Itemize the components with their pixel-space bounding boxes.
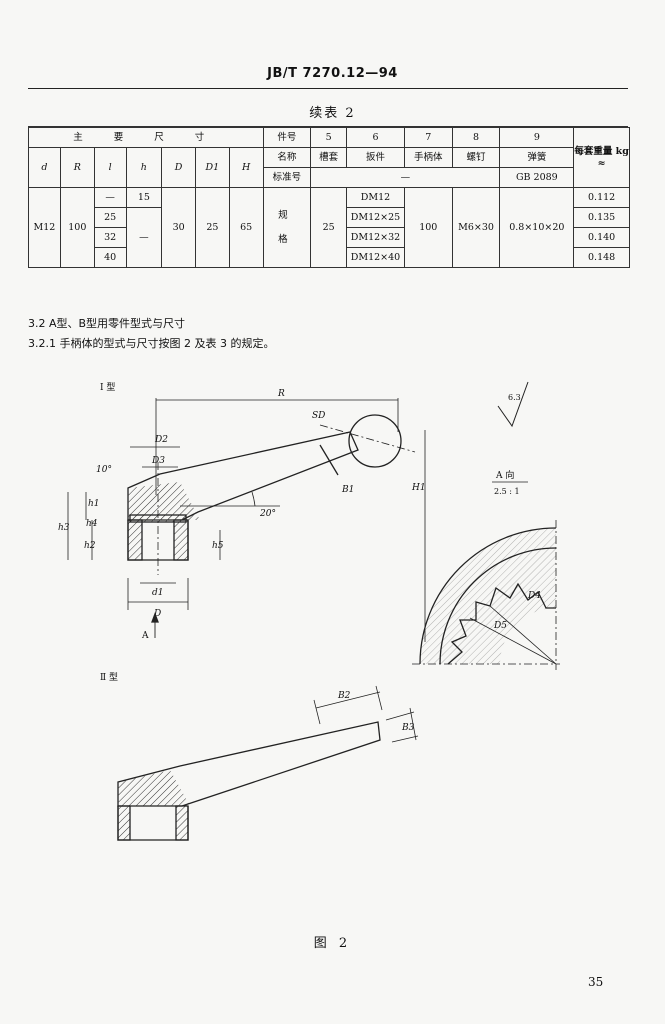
cell-h-1: — (125, 207, 163, 268)
label-h2: h2 (84, 541, 96, 551)
col-l: l (93, 147, 127, 188)
cell-wrench-0: DM12 (346, 187, 405, 208)
col-D: D (161, 147, 196, 188)
page-number: 35 (588, 975, 604, 989)
cell-wrench-1: DM12×25 (346, 207, 405, 228)
cell-spring: 0.8×10×20 (499, 187, 575, 268)
part-no-6: 6 (346, 127, 405, 148)
part-no-label: 件号 (262, 127, 312, 148)
cell-handle-body: 100 (403, 187, 453, 268)
type-1-handle (127, 414, 416, 575)
cell-screw: M6×30 (451, 187, 501, 268)
cell-R: 100 (59, 187, 95, 268)
label-R: R (277, 389, 285, 399)
section-3-2-1: 3.2.1 手柄体的型式与尺寸按图 2 及表 3 的规定。 (28, 337, 275, 350)
view-arrow-A: A (141, 612, 159, 641)
cell-l-0: — (93, 187, 127, 208)
label-B2: B2 (337, 691, 351, 701)
part-name-screw: 螺钉 (451, 147, 501, 168)
cell-H: 65 (228, 187, 264, 268)
label-D: D (153, 609, 161, 619)
std-no-label: 标准号 (262, 167, 312, 188)
part-no-9: 9 (499, 127, 575, 148)
section-3-2: 3.2 A型、B型用零件型式与尺寸 (28, 317, 186, 330)
cell-wrench-3: DM12×40 (346, 247, 405, 268)
spring-std: GB 2089 (499, 167, 575, 188)
label-h3: h3 (58, 523, 70, 533)
a-view-sector: D4 D5 (412, 520, 560, 670)
label-D4: D4 (527, 591, 541, 601)
roughness-symbol: 6.3 (497, 381, 529, 428)
part-name-wrench: 扳件 (346, 147, 405, 168)
label-A: A (141, 631, 149, 641)
table-caption: 续表 2 (309, 106, 356, 121)
cell-slot-sleeve: 25 (310, 187, 348, 268)
cell-weight-1: 0.135 (573, 207, 630, 228)
figure-2-drawing: I 型 R SD B1 H1 D2 D3 (58, 381, 560, 841)
part-no-8: 8 (451, 127, 501, 148)
cell-l-3: 40 (93, 247, 127, 268)
cell-h-0: 15 (125, 187, 163, 208)
col-D1: D1 (194, 147, 230, 188)
roughness-value: 6.3 (508, 393, 521, 402)
figure-caption: 图 2 (313, 936, 352, 951)
label-SD: SD (312, 411, 325, 421)
part-no-7: 7 (403, 127, 453, 148)
col-R: R (59, 147, 95, 188)
part-name-spring: 弹簧 (499, 147, 575, 168)
cell-d: M12 (28, 187, 61, 268)
cell-l-2: 32 (93, 227, 127, 248)
caption-rule (28, 126, 628, 127)
label-10deg: 10° (96, 465, 112, 475)
type-2-handle: B2 B3 (117, 685, 419, 841)
cell-l-1: 25 (93, 207, 127, 228)
label-H1: H1 (411, 483, 426, 493)
dimension-table: 主 要 尺 寸 件号 5 6 7 8 9 每套重量 kg ≈ d R l h D… (28, 127, 630, 268)
label-scale: 2.5 : 1 (494, 487, 520, 496)
col-H: H (228, 147, 264, 188)
cell-D1: 25 (194, 187, 230, 268)
label-20deg: 20° (259, 509, 276, 519)
name-label: 名称 (262, 147, 312, 168)
cell-D: 30 (161, 187, 196, 268)
weight-header: 每套重量 kg ≈ (573, 127, 630, 188)
label-h1: h1 (88, 499, 100, 509)
col-h: h (125, 147, 163, 188)
col-d: d (28, 147, 61, 188)
main-dims-header: 主 要 尺 寸 (28, 127, 264, 148)
header-rule (28, 88, 628, 89)
label-D2: D2 (154, 435, 168, 445)
part-no-5: 5 (310, 127, 348, 148)
spec-label: 规 格 (262, 187, 312, 268)
label-type-2: Ⅱ 型 (100, 672, 118, 683)
standard-code: JB/T 7270.12—94 (267, 66, 398, 81)
cell-weight-0: 0.112 (573, 187, 630, 208)
label-A-view: A 向 (495, 469, 514, 481)
label-B1: B1 (341, 485, 354, 495)
cell-weight-2: 0.140 (573, 227, 630, 248)
part-name-handle-body: 手柄体 (403, 147, 453, 168)
dimension-lines (67, 398, 426, 642)
part-name-slot-sleeve: 槽套 (310, 147, 348, 168)
label-D5: D5 (493, 621, 507, 631)
std-dash: — (310, 167, 501, 188)
label-h5: h5 (212, 541, 224, 551)
cell-wrench-2: DM12×32 (346, 227, 405, 248)
label-D3: D3 (151, 456, 165, 466)
label-d1: d1 (152, 588, 164, 598)
label-type-1: I 型 (100, 382, 115, 393)
label-B3: B3 (401, 723, 415, 733)
label-h4: h4 (86, 519, 98, 529)
cell-weight-3: 0.148 (573, 247, 630, 268)
